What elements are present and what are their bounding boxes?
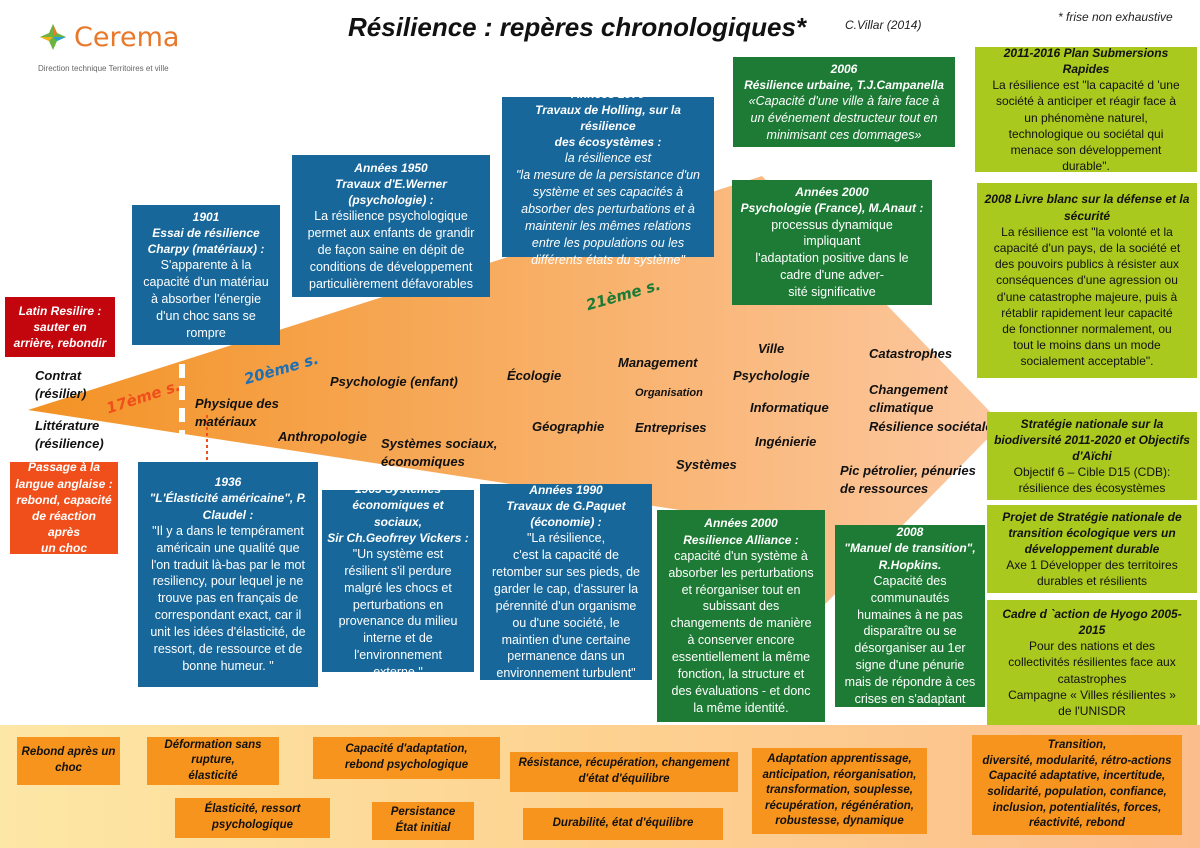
field-label: Physique des matériaux — [195, 396, 279, 429]
keyword-box: Transition, diversité, modularité, rétro… — [972, 735, 1182, 835]
left-label-litterature: Littérature (résilience) — [35, 418, 104, 451]
card-title: Projet de Stratégie nationale de transit… — [1002, 509, 1182, 556]
timeline-card: Stratégie nationale sur la biodiversité … — [987, 412, 1197, 500]
card-body: «Capacité d'une ville à faire face à un … — [748, 93, 940, 142]
logo-subtitle: Direction technique Territoires et ville — [38, 64, 169, 73]
keyword-box: Durabilité, état d'équilibre — [523, 808, 723, 840]
field-label: Informatique — [750, 400, 829, 415]
card-body: "Il y a dans le tempérament américain un… — [150, 523, 306, 673]
card-title: 1901 Essai de résilience Charpy (matéria… — [147, 209, 265, 256]
field-label: Entreprises — [635, 420, 707, 435]
field-label: Psychologie — [733, 368, 810, 383]
field-label: Changement climatique — [869, 382, 948, 415]
field-label: Management — [618, 355, 698, 370]
field-label: Systèmes sociaux, économiques — [381, 436, 498, 469]
card-body: la résilience est "la mesure de la persi… — [515, 151, 700, 267]
card-body: processus dynamique impliquant l'adaptat… — [755, 217, 909, 300]
card-title: Années 2000 Psychologie (France), M.Anau… — [740, 185, 924, 216]
keyword-box: Déformation sans rupture, élasticité — [147, 737, 279, 785]
timeline-card: 2006 Résilience urbaine, T.J.Campanella«… — [733, 57, 955, 147]
page-title: Résilience : repères chronologiques* — [348, 12, 807, 42]
field-label: Écologie — [507, 368, 562, 383]
timeline-card: 1936 "L'Élasticité américaine", P. Claud… — [138, 462, 318, 687]
field-label: Psychologie (enfant) — [330, 374, 458, 389]
card-body: "Un système est résilient s'il perdure m… — [338, 546, 458, 679]
field-label: Ville — [758, 341, 785, 356]
card-title: 2008 "Manuel de transition", R.Hopkins. — [844, 525, 976, 572]
timeline-card: Années 2000 Resilience Alliance :capacit… — [657, 510, 825, 722]
card-body: Pour des nations et des collectivités ré… — [1008, 639, 1176, 718]
timeline-card: Passage à la langue anglaise : rebond, c… — [10, 460, 118, 556]
card-title: Années 1970 Travaux de Holling, sur la r… — [535, 86, 681, 150]
card-body: "La résilience, c'est la capacité de ret… — [492, 531, 640, 681]
keyword-box: Adaptation apprentissage, anticipation, … — [752, 748, 927, 834]
card-body: S'apparente à la capacité d'un matériau … — [143, 258, 269, 340]
card-title: Latin Resilire : sauter en arrière, rebo… — [13, 303, 107, 351]
card-title: 1965 Systèmes économiques et sociaux, Si… — [327, 482, 469, 545]
card-body: La résilience est "la capacité d 'une so… — [992, 78, 1180, 174]
timeline-card: Latin Resilire : sauter en arrière, rebo… — [5, 297, 115, 357]
card-body: Objectif 6 – Cible D15 (CDB): résilience… — [1013, 465, 1171, 496]
cerema-logo-icon — [40, 24, 66, 50]
logo-name: Cerema — [74, 22, 180, 53]
left-label-contrat: Contrat (résilier) — [35, 368, 87, 401]
card-title: 2011-2016 Plan Submersions Rapides — [1003, 45, 1169, 76]
timeline-card: 2008 Livre blanc sur la défense et la sé… — [977, 183, 1197, 378]
timeline-card: Années 1970 Travaux de Holling, sur la r… — [502, 87, 714, 267]
keyword-box: Persistance État initial — [372, 802, 474, 840]
card-body: Capacité des communautés humaines à ne p… — [844, 573, 976, 706]
card-title: Années 1950 Travaux d'E.Werner (psycholo… — [335, 160, 447, 207]
timeline-card: Années 1990 Travaux de G.Paquet (économi… — [480, 482, 652, 681]
card-body: La résilience psychologique permet aux e… — [307, 209, 475, 291]
card-title: Années 2000 Resilience Alliance : — [683, 516, 799, 547]
timeline-card: 1901 Essai de résilience Charpy (matéria… — [132, 205, 280, 345]
card-title: 2006 Résilience urbaine, T.J.Campanella — [744, 61, 944, 92]
keyword-box: Rebond après un choc — [17, 737, 120, 785]
card-title: Passage à la langue anglaise : rebond, c… — [15, 460, 113, 556]
field-label: Organisation — [635, 387, 703, 399]
field-label: Ingénierie — [755, 434, 817, 449]
field-label: Systèmes — [676, 457, 737, 472]
card-body: La résilience est "la volonté et la capa… — [993, 224, 1181, 369]
footnote: * frise non exhaustive — [1058, 10, 1173, 24]
timeline-card: 1965 Systèmes économiques et sociaux, Si… — [322, 482, 474, 679]
timeline-card: Années 1950 Travaux d'E.Werner (psycholo… — [292, 155, 490, 297]
keyword-box: Capacité d'adaptation, rebond psychologi… — [313, 737, 500, 779]
field-label: Anthropologie — [278, 429, 367, 444]
card-title: 2008 Livre blanc sur la défense et la sé… — [984, 192, 1190, 223]
card-title: Années 1990 Travaux de G.Paquet (économi… — [506, 482, 626, 530]
card-title: Cadre d `action de Hyogo 2005- 2015 — [1002, 606, 1182, 638]
card-body: Axe 1 Développer des territoires durable… — [1006, 558, 1178, 589]
timeline-card: 2008 "Manuel de transition", R.Hopkins.C… — [835, 525, 985, 707]
timeline-card: Projet de Stratégie nationale de transit… — [987, 505, 1197, 593]
field-label: Résilience sociétale — [869, 419, 993, 434]
field-label: Pic pétrolier, pénuries de ressources — [840, 463, 976, 496]
keyword-box: Élasticité, ressort psychologique — [175, 798, 330, 838]
field-label: Catastrophes — [869, 346, 953, 361]
card-title: 1936 "L'Élasticité américaine", P. Claud… — [149, 475, 307, 522]
timeline-card: Années 2000 Psychologie (France), M.Anau… — [732, 180, 932, 305]
card-body: capacité d'un système à absorber les per… — [668, 548, 814, 715]
cerema-logo: Cerema Direction technique Territoires e… — [38, 22, 179, 73]
keyword-box: Résistance, récupération, changement d'é… — [510, 752, 738, 792]
card-title: Stratégie nationale sur la biodiversité … — [994, 416, 1190, 463]
author: C.Villar (2014) — [845, 18, 922, 32]
field-label: Géographie — [532, 419, 605, 434]
